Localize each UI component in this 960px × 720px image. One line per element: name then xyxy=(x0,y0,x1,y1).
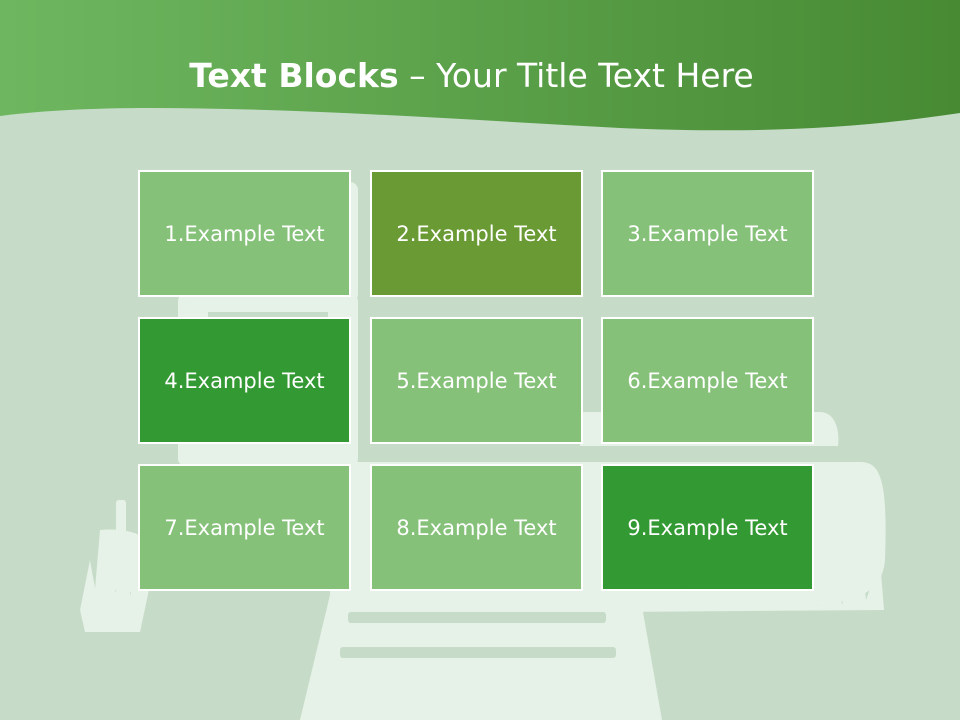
text-block-2[interactable]: 2.Example Text xyxy=(370,170,583,297)
text-block-9[interactable]: 9.Example Text xyxy=(601,464,814,591)
title-rest: – Your Title Text Here xyxy=(398,56,754,95)
text-block-8[interactable]: 8.Example Text xyxy=(370,464,583,591)
text-block-1[interactable]: 1.Example Text xyxy=(138,170,351,297)
text-block-6[interactable]: 6.Example Text xyxy=(601,317,814,444)
text-block-5[interactable]: 5.Example Text xyxy=(370,317,583,444)
page-title: Text Blocks – Your Title Text Here xyxy=(0,56,943,95)
grass-icon xyxy=(80,540,884,720)
text-block-7[interactable]: 7.Example Text xyxy=(138,464,351,591)
title-bold: Text Blocks xyxy=(189,56,399,95)
text-block-3[interactable]: 3.Example Text xyxy=(601,170,814,297)
header-wave xyxy=(0,0,960,131)
text-block-4[interactable]: 4.Example Text xyxy=(138,317,351,444)
